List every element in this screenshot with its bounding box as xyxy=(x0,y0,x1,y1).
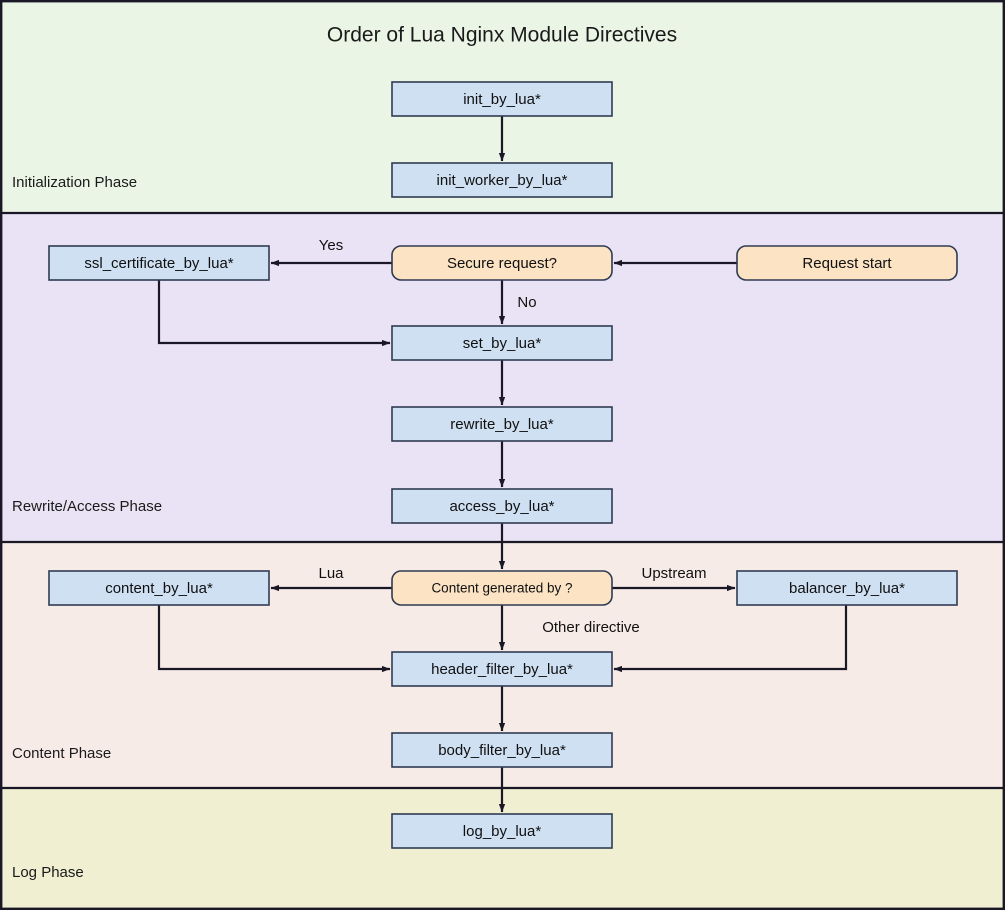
node-box-secure_request[interactable] xyxy=(391,245,613,281)
node-log_by_lua[interactable]: log_by_lua* xyxy=(391,813,613,849)
e-content-to-header xyxy=(157,605,391,673)
phase-band-label-content: Content Phase xyxy=(12,745,111,762)
node-box-body_filter_by_lua[interactable] xyxy=(391,732,613,768)
node-box-init_by_lua[interactable] xyxy=(391,81,613,117)
node-content_generated_by[interactable]: Content generated by ? xyxy=(391,570,613,606)
node-box-log_by_lua[interactable] xyxy=(391,813,613,849)
node-access_by_lua[interactable]: access_by_lua* xyxy=(391,488,613,524)
node-label-secure_request: Secure request? xyxy=(447,255,557,272)
node-label-balancer_by_lua: balancer_by_lua* xyxy=(789,580,905,597)
edge-label-e-secure-no-set: No xyxy=(517,294,536,311)
node-box-set_by_lua[interactable] xyxy=(391,325,613,361)
node-label-request_start: Request start xyxy=(802,255,892,272)
node-label-header_filter_by_lua: header_filter_by_lua* xyxy=(431,661,573,678)
node-label-init_worker_by_lua: init_worker_by_lua* xyxy=(437,172,568,189)
node-label-content_generated_by: Content generated by ? xyxy=(431,581,572,596)
node-box-init_worker_by_lua[interactable] xyxy=(391,162,613,198)
node-label-log_by_lua: log_by_lua* xyxy=(463,823,542,840)
node-rewrite_by_lua[interactable]: rewrite_by_lua* xyxy=(391,406,613,442)
node-label-ssl_certificate_by_lua: ssl_certificate_by_lua* xyxy=(84,255,233,272)
node-label-set_by_lua: set_by_lua* xyxy=(463,335,542,352)
edge-label-e-content-q-other: Other directive xyxy=(542,619,640,636)
node-label-body_filter_by_lua: body_filter_by_lua* xyxy=(438,742,566,759)
node-box-ssl_certificate_by_lua[interactable] xyxy=(48,245,270,281)
phase-band-label-rewrite: Rewrite/Access Phase xyxy=(12,498,162,515)
node-request_start[interactable]: Request start xyxy=(736,245,958,281)
node-header_filter_by_lua[interactable]: header_filter_by_lua* xyxy=(391,651,613,687)
phase-band-label-init: Initialization Phase xyxy=(12,174,137,191)
node-body_filter_by_lua[interactable]: body_filter_by_lua* xyxy=(391,732,613,768)
node-label-content_by_lua: content_by_lua* xyxy=(105,580,213,597)
node-init_worker_by_lua[interactable]: init_worker_by_lua* xyxy=(391,162,613,198)
flow-nodes: init_by_lua* init_worker_by_lua* ssl_certi… xyxy=(48,81,958,849)
e-ssl-to-set xyxy=(157,280,391,347)
node-label-access_by_lua: access_by_lua* xyxy=(449,498,554,515)
node-box-request_start[interactable] xyxy=(736,245,958,281)
node-label-rewrite_by_lua: rewrite_by_lua* xyxy=(450,416,554,433)
node-secure_request[interactable]: Secure request? xyxy=(391,245,613,281)
node-box-balancer_by_lua[interactable] xyxy=(736,570,958,606)
node-box-content_by_lua[interactable] xyxy=(48,570,270,606)
node-box-rewrite_by_lua[interactable] xyxy=(391,406,613,442)
node-set_by_lua[interactable]: set_by_lua* xyxy=(391,325,613,361)
node-balancer_by_lua[interactable]: balancer_by_lua* xyxy=(736,570,958,606)
edge-label-e-content-q-lua: Lua xyxy=(318,565,344,582)
node-ssl_certificate_by_lua[interactable]: ssl_certificate_by_lua* xyxy=(48,245,270,281)
node-label-init_by_lua: init_by_lua* xyxy=(463,91,541,108)
e-balancer-to-header xyxy=(613,605,848,673)
phase-band-label-log: Log Phase xyxy=(12,864,84,881)
node-box-header_filter_by_lua[interactable] xyxy=(391,651,613,687)
page-title: Order of Lua Nginx Module Directives xyxy=(327,24,677,47)
flow-edges xyxy=(157,116,848,813)
node-init_by_lua[interactable]: init_by_lua* xyxy=(391,81,613,117)
node-content_by_lua[interactable]: content_by_lua* xyxy=(48,570,270,606)
edge-label-e-secure-yes-ssl: Yes xyxy=(319,237,343,254)
node-box-access_by_lua[interactable] xyxy=(391,488,613,524)
node-box-content_generated_by[interactable] xyxy=(391,570,613,606)
edge-label-e-content-q-upstream: Upstream xyxy=(641,565,706,582)
